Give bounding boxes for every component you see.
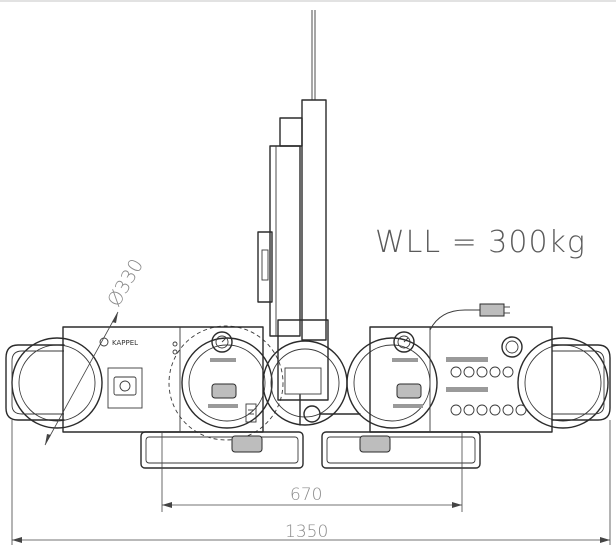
total-width-dimension: 1350 (11, 420, 611, 545)
wll-label: WLL = 300kg (375, 225, 586, 260)
grip-left (231, 435, 263, 453)
pad-outline-dashed (168, 325, 284, 441)
plug-icon (479, 303, 505, 317)
cable-plug (429, 303, 510, 331)
lifting-column (257, 10, 361, 426)
suction-pad-3 (346, 337, 438, 429)
suction-pads (11, 325, 609, 441)
diameter-label: Ø330 (103, 255, 148, 310)
suction-pad-center (262, 340, 348, 426)
suction-pad-1 (11, 337, 103, 429)
inner-width-dimension: 670 (161, 432, 463, 512)
suction-pad-4 (517, 337, 609, 429)
diameter-dimension: Ø330 (44, 255, 148, 446)
side-handles (5, 344, 611, 421)
suction-pad-2 (181, 337, 273, 429)
gauge-icon-right (393, 331, 415, 353)
grip-right (359, 435, 391, 453)
total-width-label: 1350 (285, 522, 328, 542)
connector-icon (211, 383, 237, 399)
lower-frame (140, 431, 481, 469)
housing-left: KAPPEL (62, 326, 264, 433)
brand-label: KAPPEL (112, 339, 138, 347)
housing-right (369, 326, 553, 433)
gauge-icon (211, 331, 233, 353)
inner-width-label: 670 (290, 485, 322, 505)
